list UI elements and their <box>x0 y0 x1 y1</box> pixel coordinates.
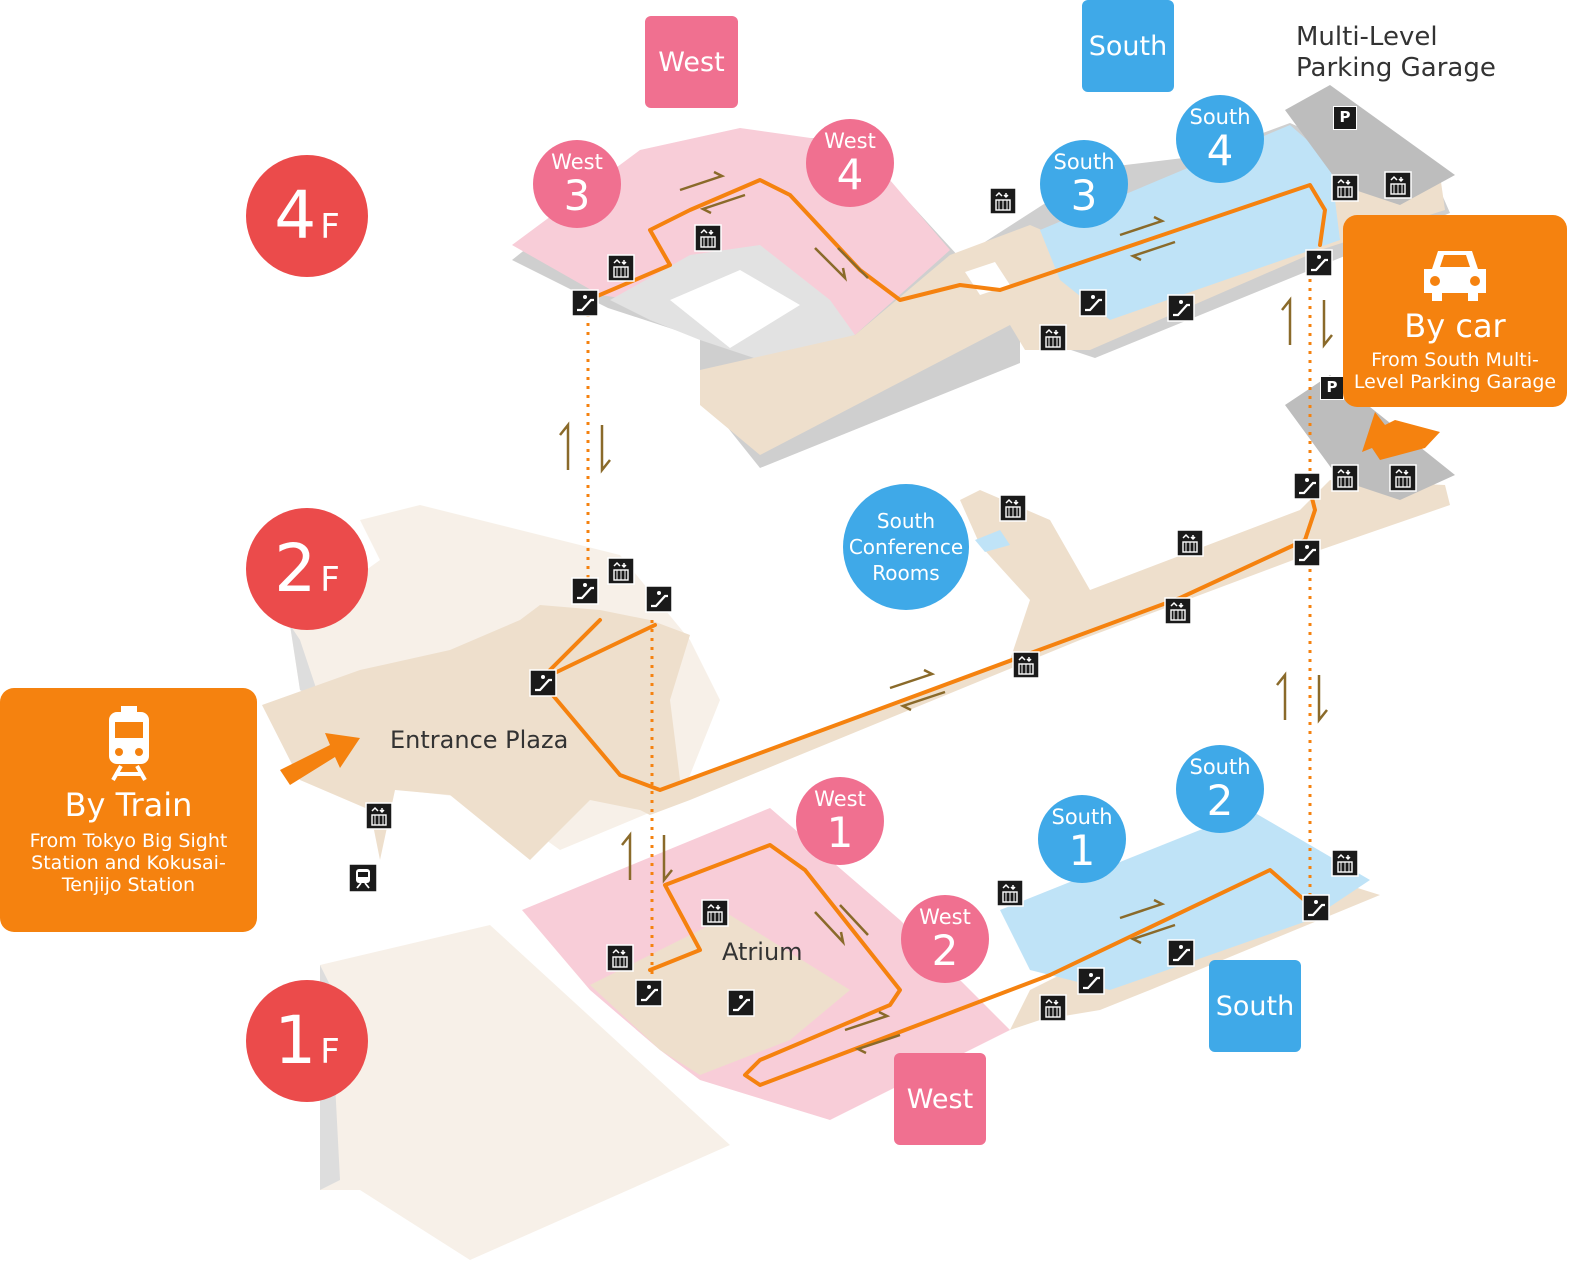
train-icon <box>108 706 149 781</box>
parking-badge-icon: P <box>1333 106 1357 130</box>
west-zone-tag-top: West <box>645 16 738 108</box>
by-train-panel: By Train From Tokyo Big Sight Station an… <box>0 688 257 932</box>
parking-badge-icon: P <box>1320 376 1344 400</box>
west-zone-tag-bottom: West <box>894 1053 986 1145</box>
by-train-subtitle: From Tokyo Big Sight Station and Kokusai… <box>29 830 228 896</box>
parking-garage-title: Multi-Level Parking Garage <box>1296 22 1496 83</box>
south-1-2-hall[interactable] <box>1000 810 1370 990</box>
entrance-plaza-area[interactable] <box>262 605 690 860</box>
by-train-title: By Train <box>64 786 193 824</box>
car-icon <box>1424 251 1486 301</box>
by-car-subtitle: From South Multi- Level Parking Garage <box>1353 349 1557 393</box>
south-3-4-hall[interactable] <box>1040 125 1340 320</box>
entrance-plaza-label: Entrance Plaza <box>390 726 569 754</box>
atrium-label: Atrium <box>722 938 803 966</box>
south-conference-rooms[interactable]: South Conference Rooms <box>843 484 969 610</box>
vertical-connectors <box>586 270 1312 985</box>
station-icon <box>348 863 378 893</box>
train-entry-arrow <box>280 733 360 785</box>
by-car-title: By car <box>1404 307 1506 345</box>
parking-4f[interactable] <box>1285 85 1455 205</box>
by-car-panel: By car From South Multi- Level Parking G… <box>1343 215 1567 407</box>
south-zone-tag-bottom: South <box>1209 960 1301 1052</box>
direction-arrows <box>559 170 1333 1055</box>
south-zone-tag-top: South <box>1082 0 1174 92</box>
floor-1-plan <box>320 808 1380 1260</box>
car-entry-arrow <box>1362 412 1440 460</box>
